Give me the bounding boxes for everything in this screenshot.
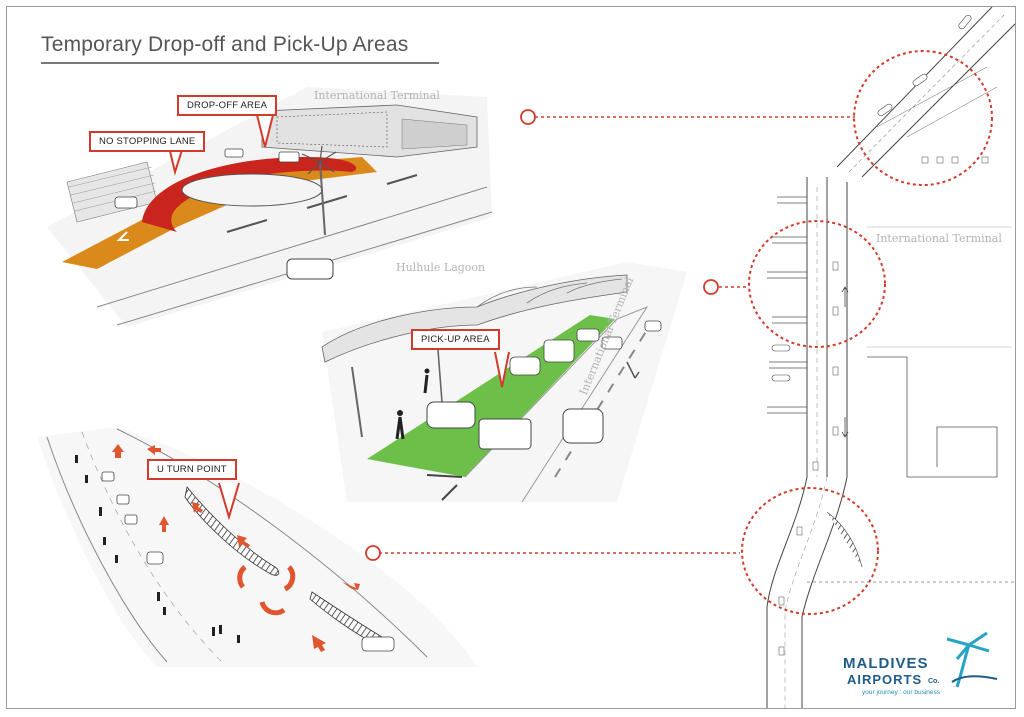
logo-text-airports: AIRPORTS (847, 672, 923, 687)
roundabout-island (181, 173, 323, 207)
title-underline (41, 62, 439, 64)
logo-tagline: your journey : our business (862, 689, 941, 696)
pick-up-scene (321, 262, 687, 503)
u-turn-point-label: U TURN POINT (147, 459, 237, 480)
u-turn-ground (37, 427, 477, 667)
international-terminal-label: International Terminal (314, 89, 440, 102)
site-plan-map (766, 7, 1015, 708)
drop-off-area-label: DROP-OFF AREA (177, 95, 278, 116)
logo-text-co: Co. (928, 678, 940, 685)
leader-dot-u-turn (365, 545, 381, 561)
page-title: Temporary Drop-off and Pick-Up Areas (41, 33, 409, 56)
poster-page: Temporary Drop-off and Pick-Up Areas (6, 6, 1016, 709)
illustration-canvas (37, 7, 1015, 708)
leader-dot-drop-off (520, 109, 536, 125)
car-sketch (114, 196, 138, 209)
pick-up-area-label: PICK-UP AREA (411, 329, 500, 350)
no-stopping-lane-label: NO STOPPING LANE (89, 131, 206, 152)
drop-off-zone-orange (62, 157, 377, 269)
pickup-truck-sketch (478, 418, 532, 450)
terminal-building-sketch (261, 104, 478, 158)
leader-dot-pick-up (703, 279, 719, 295)
car-sketch (101, 471, 115, 482)
car-sketch (426, 401, 476, 429)
international-terminal-map-label: International Terminal (876, 232, 1002, 245)
highlight-circle-drop-off (853, 50, 993, 186)
pedestrian-figures (75, 455, 240, 643)
traffic-arrows-orange (112, 444, 360, 652)
u-turn-scene (37, 427, 477, 667)
hulhule-lagoon-label: Hulhule Lagoon (396, 261, 486, 274)
logo-text-maldives: MALDIVES (843, 655, 929, 672)
map-highlight-markers (365, 50, 993, 615)
maldives-airports-logo-emblem (946, 631, 998, 688)
highlight-circle-u-turn (741, 487, 879, 615)
highlight-circle-pick-up (748, 220, 886, 348)
drop-off-scene (47, 87, 493, 327)
hatched-median (184, 486, 280, 576)
no-stopping-loop-red (142, 157, 357, 232)
palm-tree-sketch (301, 145, 337, 236)
